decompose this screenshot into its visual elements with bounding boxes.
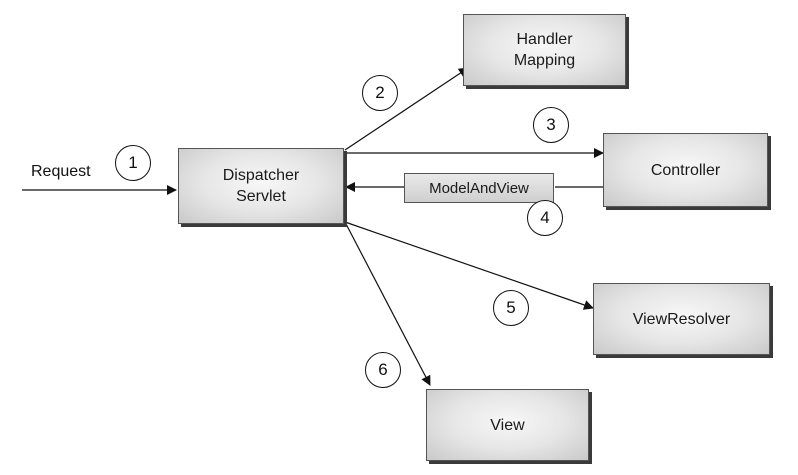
controller-node: Controller [603, 133, 768, 207]
view-resolver-arrow [344, 221, 594, 310]
model-and-view-text: ModelAndView [429, 179, 529, 197]
request-label: Request [31, 163, 91, 180]
view-resolver-label: ViewResolver [632, 310, 731, 328]
controller-label: Controller [650, 161, 721, 179]
dispatcher-servlet-node: Dispatcher Servlet [178, 148, 344, 224]
dispatcher-servlet-label: Dispatcher Servlet [222, 167, 300, 205]
view-label: View [490, 416, 525, 434]
step-4-badge: 4 [527, 200, 563, 236]
step-2-badge: 2 [362, 75, 398, 111]
step-1-badge: 1 [115, 145, 151, 181]
view-node: View [426, 389, 589, 461]
view-resolver-node: ViewResolver [593, 283, 770, 355]
step-5-badge: 5 [493, 290, 529, 326]
handler-mapping-arrow [344, 67, 469, 151]
model-and-view-label: ModelAndView [404, 173, 554, 203]
handler-mapping-node: Handler Mapping [463, 14, 626, 86]
step-3-badge: 3 [533, 107, 569, 143]
step-6-badge: 6 [365, 352, 401, 388]
view-arrow [344, 221, 431, 386]
handler-mapping-label: Handler Mapping [513, 31, 576, 69]
